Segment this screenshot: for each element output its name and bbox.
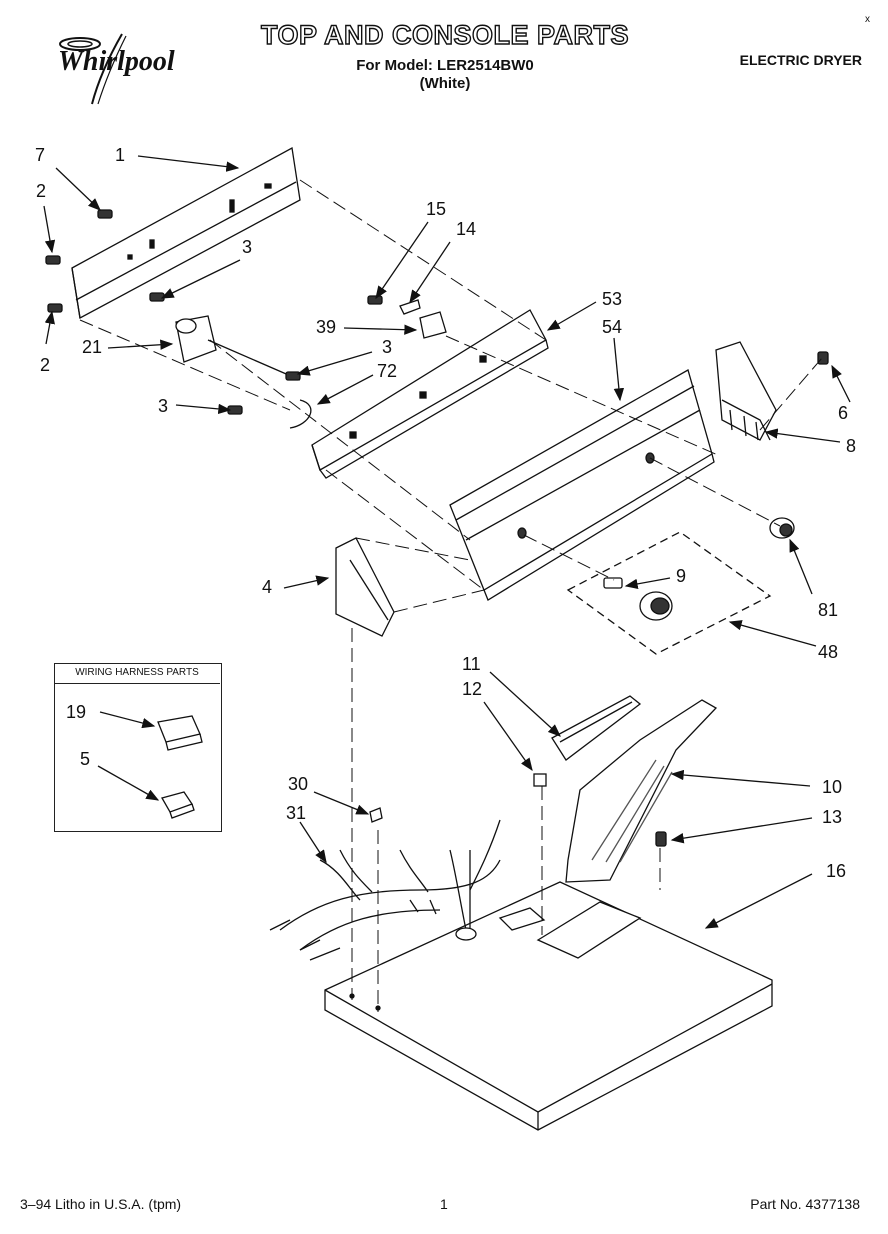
model-line: For Model: LER2514BW0 <box>356 57 534 74</box>
callout-15: 15 <box>426 199 447 219</box>
callout-7: 7 <box>35 145 46 165</box>
callout-12: 12 <box>462 679 483 699</box>
model-subtitle: For Model: LER2514BW0 (White) <box>300 57 590 93</box>
rear-panel-part <box>71 146 301 320</box>
end-cap-left-part <box>335 537 395 637</box>
console-part <box>449 369 715 601</box>
callout-13: 13 <box>822 807 843 827</box>
callout-48: 48 <box>818 642 839 662</box>
callout-31: 31 <box>286 803 307 823</box>
callout-9: 9 <box>676 566 687 586</box>
callout-16: 16 <box>826 861 847 881</box>
callout-3-b: 3 <box>382 337 393 357</box>
corner-mark: x <box>865 14 870 25</box>
callout-3-c: 3 <box>158 396 169 416</box>
footer-litho: 3–94 Litho in U.S.A. (tpm) <box>20 1196 182 1212</box>
end-cap-right-part <box>715 341 777 441</box>
color-line: (White) <box>419 75 471 92</box>
callout-72: 72 <box>377 361 398 381</box>
callout-54: 54 <box>602 317 623 337</box>
callout-4: 4 <box>262 577 273 597</box>
page-number: 1 <box>440 1196 448 1212</box>
callout-19: 19 <box>66 702 87 722</box>
timer-part <box>175 315 301 381</box>
callout-30: 30 <box>288 774 309 794</box>
category-label: ELECTRIC DRYER <box>739 52 862 68</box>
callout-53: 53 <box>602 289 623 309</box>
wiring-harness-legend-title: WIRING HARNESS PARTS <box>54 663 220 684</box>
whirlpool-logo <box>52 30 202 115</box>
callout-2-top: 2 <box>36 181 47 201</box>
callout-11: 11 <box>462 654 481 674</box>
callout-39: 39 <box>316 317 337 337</box>
callout-21: 21 <box>82 337 103 357</box>
part-number: Part No. 4377138 <box>750 1196 860 1212</box>
knob-parts <box>566 517 795 655</box>
connector-19 <box>157 715 203 751</box>
top-panel-part <box>324 881 773 1131</box>
wiring-harness-legend-box <box>54 663 222 832</box>
callout-81: 81 <box>818 600 839 620</box>
callout-6: 6 <box>838 403 849 423</box>
switch-part <box>399 299 447 339</box>
callout-3-a: 3 <box>242 237 253 257</box>
callout-2-bottom: 2 <box>40 355 51 375</box>
callout-5: 5 <box>80 749 91 769</box>
callout-1: 1 <box>115 145 126 165</box>
connector-5 <box>161 791 195 819</box>
callout-10: 10 <box>822 777 843 797</box>
wiring-harness-part <box>269 819 501 961</box>
callout-8: 8 <box>846 436 857 456</box>
brand-name: Whirlpool <box>58 46 175 77</box>
page-title: TOP AND CONSOLE PARTS <box>260 19 630 50</box>
wire-part <box>289 399 312 429</box>
lint-parts <box>533 695 718 883</box>
screws <box>45 209 829 847</box>
alignment-lines <box>79 179 823 1012</box>
callout-14: 14 <box>456 219 477 239</box>
